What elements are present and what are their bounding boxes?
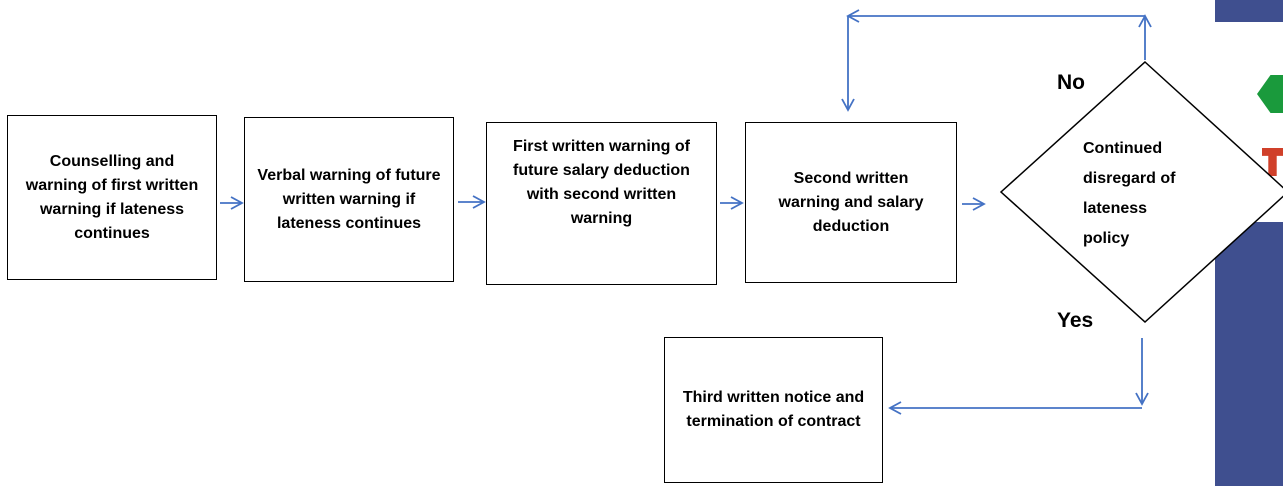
step3-box: First written warning of future salary d… [486,122,717,285]
step4-box: Second written warning and salary deduct… [745,122,957,283]
step1-box: Counselling and warning of first written… [7,115,217,280]
yes-label: Yes [1057,309,1094,332]
side-bar-top [1215,0,1283,22]
decision-text: Continued disregard of lateness policy [1083,140,1176,247]
decision-diamond [999,60,1283,324]
termination-box: Third written notice and termination of … [664,337,883,483]
no-label: No [1057,71,1085,94]
step2-box: Verbal warning of future written warning… [244,117,454,282]
side-bar-bottom [1215,222,1283,486]
